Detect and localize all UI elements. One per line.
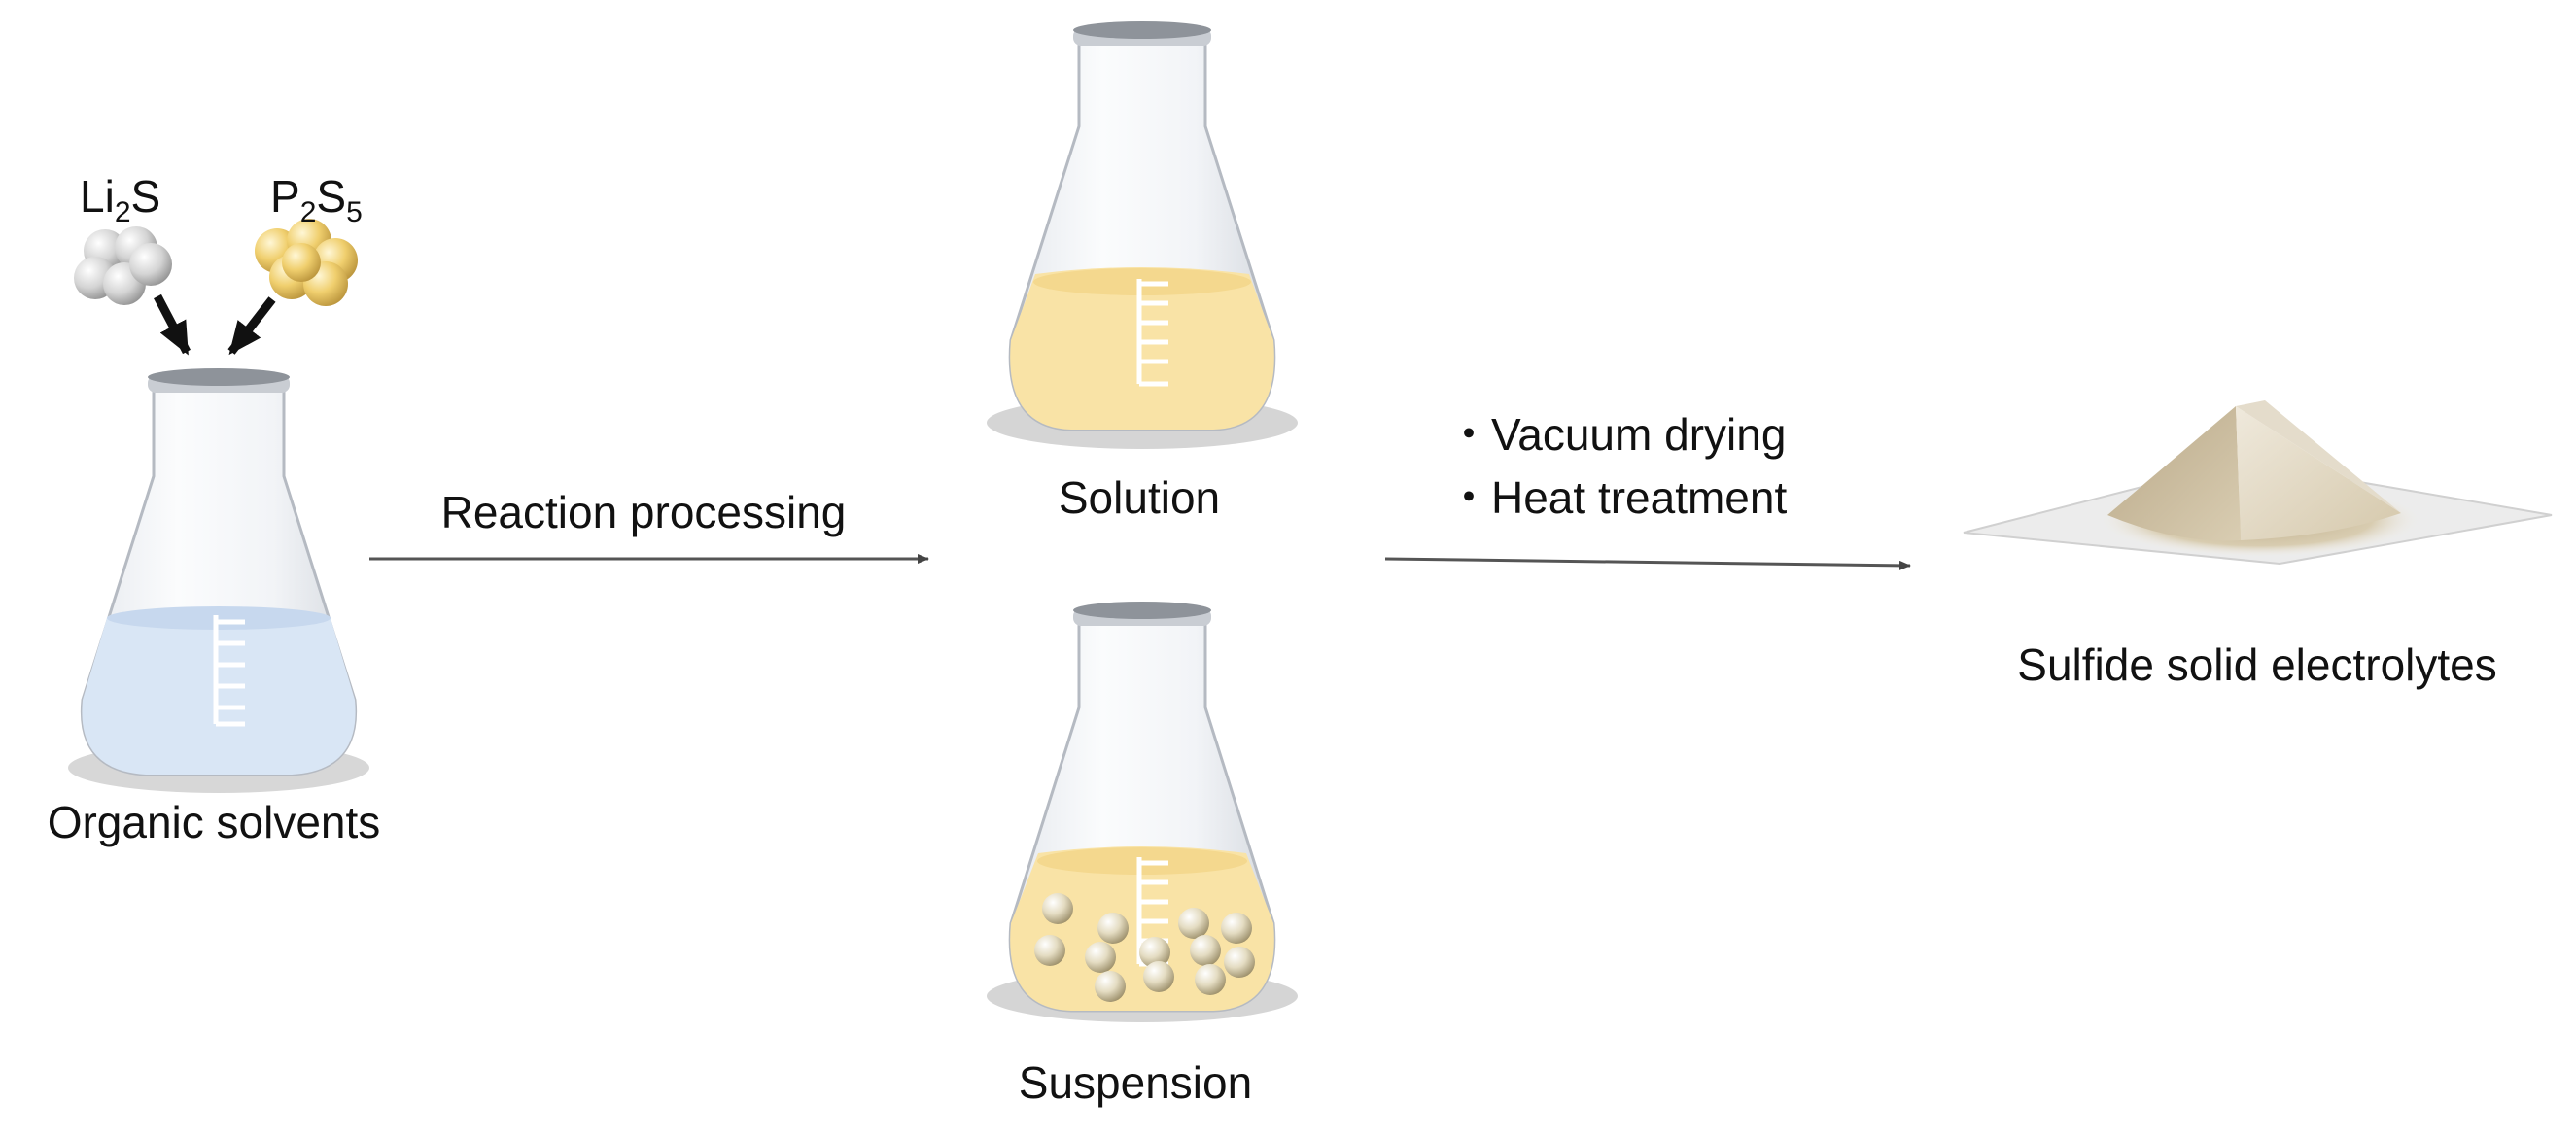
process-arrow — [1384, 557, 1911, 570]
reaction-processing-label: Reaction processing — [441, 487, 847, 537]
suspension-label: Suspension — [1019, 1057, 1252, 1108]
flask-suspension — [987, 602, 1298, 1022]
step-vacuum-drying: ・Vacuum drying — [1446, 409, 1786, 460]
powder-pile — [1963, 400, 2553, 566]
solvent-liquid — [82, 609, 356, 775]
li2s-arrow — [154, 293, 191, 356]
p2s5-arrow — [227, 296, 276, 356]
solution-label: Solution — [1059, 472, 1220, 523]
suspended-particles — [1034, 893, 1255, 1002]
product-label: Sulfide solid electrolytes — [2017, 639, 2496, 690]
step-heat-treatment: ・Heat treatment — [1446, 472, 1787, 523]
solution-liquid — [1010, 267, 1274, 430]
p2s5-particles — [255, 219, 358, 306]
flask-organic-solvents — [68, 368, 369, 793]
li2s-label: Li2S — [80, 171, 160, 228]
li2s-particles — [74, 226, 172, 305]
p2s5-label: P2S5 — [270, 171, 363, 228]
flask-solution — [987, 21, 1298, 449]
organic-solvents-label: Organic solvents — [48, 797, 381, 847]
